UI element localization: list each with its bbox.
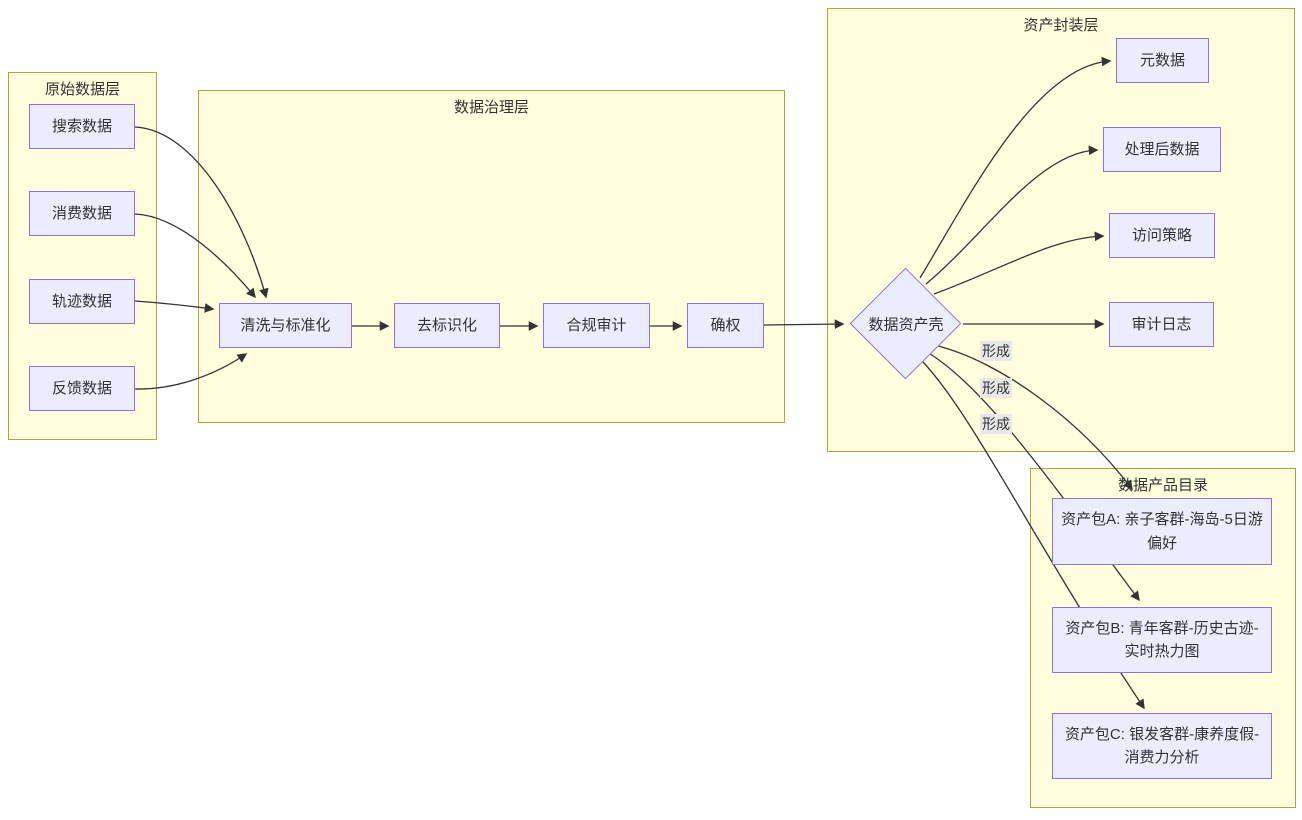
edge-label-pkgA: 形成 — [980, 341, 1012, 361]
edge-label-pkgC: 形成 — [980, 414, 1012, 434]
node-compliance-audit: 合规审计 — [543, 303, 650, 348]
cluster-product-catalog-title: 数据产品目录 — [1117, 477, 1208, 494]
node-asset-package-c: 资产包C: 银发客群-康养度假-消费力分析 — [1052, 713, 1272, 779]
cluster-governance-layer-title: 数据治理层 — [453, 99, 529, 116]
edge-consume-clean — [134, 213, 256, 299]
node-access-policy: 访问策略 — [1109, 213, 1215, 258]
edge-feedback-clean — [134, 353, 248, 390]
node-asset-package-a: 资产包A: 亲子客群-海岛-5日游偏好 — [1052, 498, 1272, 565]
node-search-data: 搜索数据 — [29, 104, 135, 149]
edge-shell-processed — [925, 145, 1099, 285]
cluster-asset-packaging-layer-title: 资产封装层 — [1023, 17, 1099, 34]
node-trajectory-data: 轨迹数据 — [29, 279, 135, 324]
edge-confirm-shell — [763, 319, 845, 329]
node-consume-data: 消费数据 — [29, 191, 135, 236]
edge-shell-access — [933, 231, 1105, 295]
cluster-raw-data-layer-title: 原始数据层 — [44, 81, 120, 98]
node-audit-log: 审计日志 — [1109, 302, 1214, 347]
edge-label-pkgB: 形成 — [980, 378, 1012, 398]
node-clean-standardize: 清洗与标准化 — [219, 303, 352, 348]
edge-traj-clean — [134, 300, 215, 313]
node-processed-data: 处理后数据 — [1103, 127, 1221, 172]
node-rights-confirmation: 确权 — [687, 303, 764, 348]
node-metadata: 元数据 — [1116, 38, 1209, 83]
node-asset-package-b: 资产包B: 青年客群-历史古迹-实时热力图 — [1052, 607, 1272, 673]
edge-shell-pkgA — [937, 345, 1133, 491]
edge-shell-meta — [919, 56, 1112, 279]
node-data-asset-shell-label: 数据资产壳 — [868, 316, 944, 334]
node-deidentify: 去标识化 — [394, 303, 500, 348]
node-feedback-data: 反馈数据 — [29, 366, 135, 411]
edge-search-clean — [134, 126, 269, 299]
cluster-governance-layer: 数据治理层 — [198, 90, 785, 423]
